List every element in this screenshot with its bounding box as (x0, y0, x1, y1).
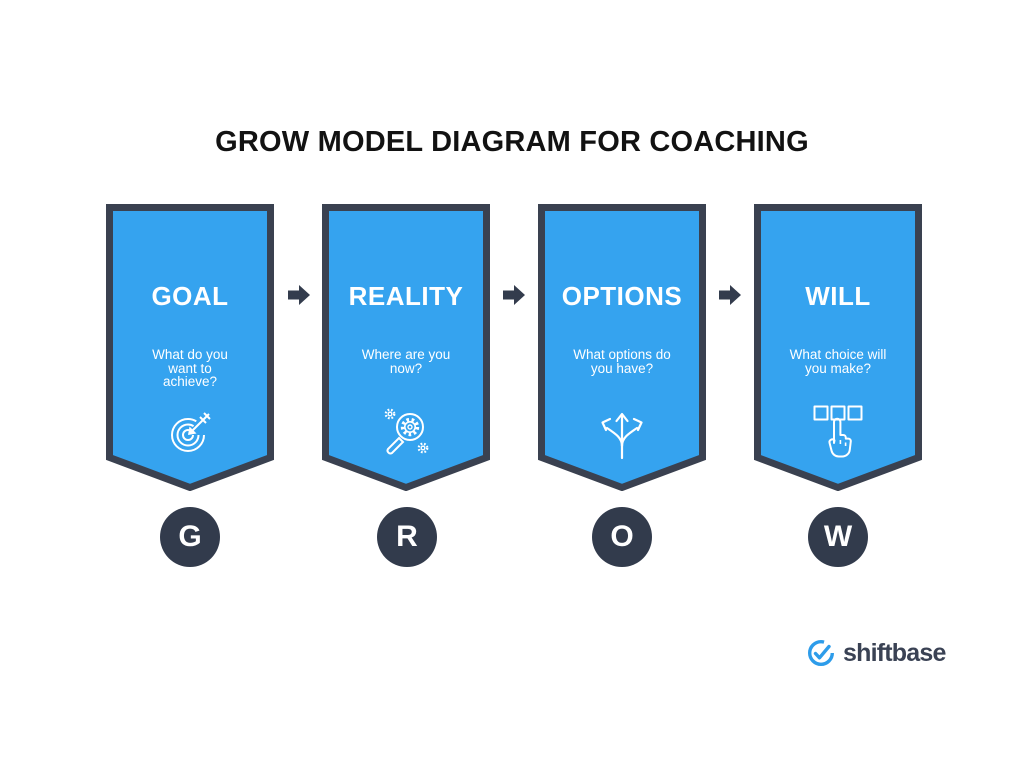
magnifier-gears-icon (322, 402, 490, 464)
banner-options: OPTIONS What options do you have? (538, 204, 706, 491)
banner-pennant-shape (106, 204, 274, 491)
branching-arrows-icon (538, 402, 706, 464)
flow-arrow-icon (719, 284, 741, 306)
banner-subtitle: Where are you now? (361, 347, 451, 376)
banner-pennant-shape (754, 204, 922, 491)
letter-badge-g: G (160, 507, 220, 567)
check-circle-icon (806, 638, 836, 668)
banner-reality: REALITY Where are you now? (322, 204, 490, 491)
page-title: GROW MODEL DIAGRAM FOR COACHING (215, 126, 809, 158)
banner-subtitle: What do you want to achieve? (152, 347, 228, 389)
target-dart-icon (106, 402, 274, 464)
letter-badge-r: R (377, 507, 437, 567)
letter-badge-w: W (808, 507, 868, 567)
banner-title: WILL (805, 280, 871, 311)
banner-title: OPTIONS (561, 280, 683, 311)
banner-subtitle: What options do you have? (573, 347, 671, 376)
banner-will: WILL What choice will you make? (754, 204, 922, 491)
flow-arrow-icon (503, 284, 525, 306)
banner-goal: GOAL What do you want to achieve? (106, 204, 274, 491)
choice-click-hand-icon (754, 402, 922, 464)
banner-pennant-shape (538, 204, 706, 491)
logo-wordmark: shiftbase (843, 638, 946, 667)
banner-title: GOAL (151, 280, 229, 311)
banner-subtitle: What choice will you make? (789, 347, 887, 376)
flow-arrow-icon (288, 284, 310, 306)
banner-pennant-shape (322, 204, 490, 491)
shiftbase-logo: shiftbase (806, 638, 946, 668)
letter-badge-o: O (592, 507, 652, 567)
banner-title: REALITY (348, 280, 464, 311)
